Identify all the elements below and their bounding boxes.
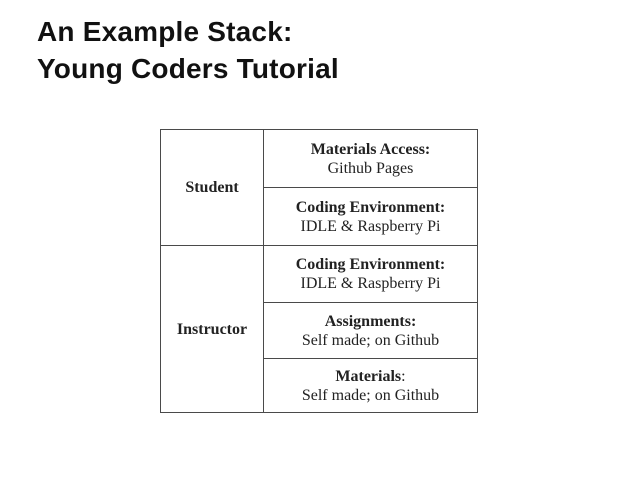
cell-heading: Materials: <box>264 367 477 386</box>
cell-materials: Materials: Self made; on Github <box>263 358 478 413</box>
cell-heading: Coding Environment: <box>264 255 477 274</box>
page-title-line2: Young Coders Tutorial <box>37 53 339 84</box>
row-label-student: Student <box>160 129 264 246</box>
cell-value: IDLE & Raspberry Pi <box>300 217 441 235</box>
cell-heading-text: Materials <box>335 367 402 385</box>
cell-heading-text: Coding Environment: <box>295 198 446 216</box>
cell-materials-access: Materials Access: Github Pages <box>263 129 478 188</box>
page-title-line1: An Example Stack: <box>37 16 293 47</box>
cell-value: Self made; on Github <box>301 331 440 349</box>
cell-heading: Materials Access: <box>264 140 477 159</box>
cell-heading-suffix: : <box>401 367 406 385</box>
cell-heading: Assignments: <box>264 312 477 331</box>
cell-assignments: Assignments: Self made; on Github <box>263 302 478 359</box>
cell-value: IDLE & Raspberry Pi <box>300 275 441 292</box>
table-row: Materials: Self made; on Github <box>161 358 478 413</box>
table-row: Assignments: Self made; on Github <box>161 302 478 359</box>
row-label-instructor: Instructor <box>160 245 264 413</box>
cell-coding-environment-instructor: Coding Environment: IDLE & Raspberry Pi <box>263 245 478 303</box>
table-row: Instructor Coding Environment: IDLE & Ra… <box>160 245 478 413</box>
cell-coding-environment-student: Coding Environment: IDLE & Raspberry Pi <box>263 187 478 246</box>
cell-value: Github Pages <box>327 159 414 177</box>
cell-heading-text: Coding Environment: <box>295 256 446 273</box>
stack-table: Student Materials Access: Github Pages C… <box>160 129 478 413</box>
cell-heading: Coding Environment: <box>264 198 477 217</box>
table-row: Student Materials Access: Github Pages <box>160 129 478 246</box>
cell-value: Self made; on Github <box>301 386 440 404</box>
cell-heading-text: Materials Access: <box>310 140 431 158</box>
table-row: Coding Environment: IDLE & Raspberry Pi <box>161 187 478 246</box>
page-title: An Example Stack: Young Coders Tutorial <box>37 13 339 87</box>
cell-heading-text: Assignments: <box>324 312 417 330</box>
